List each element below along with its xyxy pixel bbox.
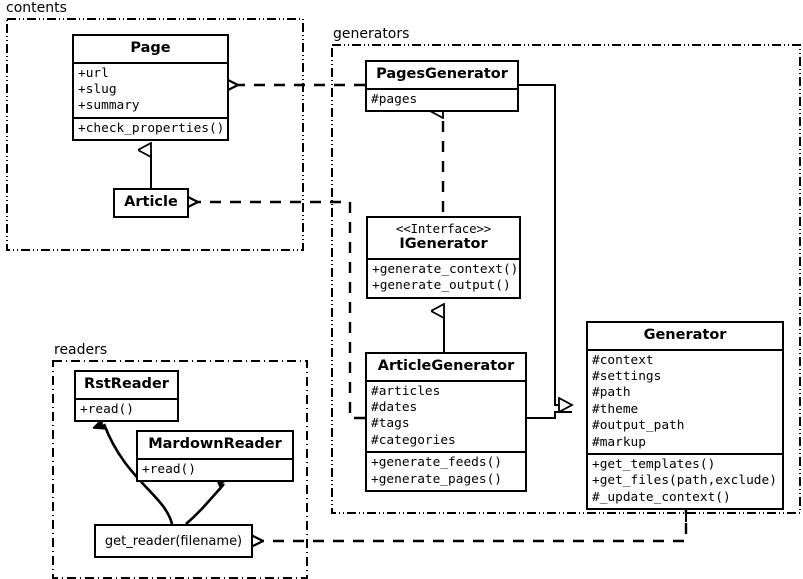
class-generator[interactable]: Generator #context #settings #path #them… <box>586 321 784 511</box>
method: +generate_output() <box>372 278 511 294</box>
attribute: #output_path <box>592 418 685 434</box>
class-articlegenerator-title: ArticleGenerator <box>377 358 515 374</box>
attribute: #articles <box>371 383 441 399</box>
class-articlegenerator[interactable]: ArticleGenerator #articles #dates #tags … <box>365 352 527 492</box>
class-article-title: Article <box>124 194 178 210</box>
class-pagesgenerator-title: PagesGenerator <box>376 66 508 82</box>
method: +check_properties() <box>78 120 225 136</box>
class-articlegenerator-methods: +generate_feeds() +generate_pages() <box>367 451 525 490</box>
method: +generate_feeds() <box>371 455 502 471</box>
class-page[interactable]: Page +url +slug +summary +check_properti… <box>72 34 229 142</box>
class-rstreader-methods: +read() <box>76 397 177 420</box>
class-page-methods: +check_properties() <box>74 116 227 139</box>
method: +generate_context() <box>372 262 519 278</box>
attribute: #theme <box>592 401 639 417</box>
class-articlegenerator-attributes: #articles #dates #tags #categories <box>367 379 525 452</box>
class-rstreader-title: RstReader <box>84 376 169 392</box>
class-igenerator[interactable]: <<Interface>> IGenerator +generate_conte… <box>366 216 521 299</box>
function-get-reader[interactable]: get_reader(filename) <box>94 524 253 558</box>
class-mardownreader[interactable]: MardownReader +read() <box>136 430 294 483</box>
attribute: +url <box>78 65 109 81</box>
class-mardownreader-methods: +read() <box>138 457 292 480</box>
line-articlegenerator-to-article <box>198 202 365 420</box>
class-pagesgenerator-attributes: #pages <box>367 87 517 110</box>
class-igenerator-stereotype: <<Interface>> <box>395 221 492 236</box>
line-articlegenerator-to-generator <box>527 411 572 419</box>
class-igenerator-title: <<Interface>> IGenerator <box>368 218 519 258</box>
attribute: #markup <box>592 434 646 450</box>
attribute: #categories <box>371 432 456 448</box>
attribute: #pages <box>371 91 418 107</box>
class-generator-methods: +get_templates() +get_files(path,exclude… <box>588 452 782 508</box>
class-generator-title: Generator <box>643 327 727 343</box>
method: +get_templates() <box>592 456 716 472</box>
method: +get_files(path,exclude) <box>592 473 777 489</box>
attribute: #path <box>592 385 631 401</box>
generators-package-label: generators <box>331 26 412 42</box>
method: +read() <box>142 461 196 477</box>
class-article[interactable]: Article <box>113 188 189 218</box>
class-rstreader[interactable]: RstReader +read() <box>74 370 179 423</box>
class-igenerator-name: IGenerator <box>399 236 488 253</box>
attribute: +summary <box>78 98 140 114</box>
attribute: #context <box>592 352 654 368</box>
function-get-reader-label: get_reader(filename) <box>104 533 243 549</box>
class-pagesgenerator[interactable]: PagesGenerator #pages <box>365 60 519 113</box>
attribute: #tags <box>371 416 410 432</box>
class-igenerator-methods: +generate_context() +generate_output() <box>368 258 519 297</box>
class-mardownreader-title: MardownReader <box>148 436 282 452</box>
curve-get-reader-to-mardownreader <box>185 484 224 525</box>
attribute: +slug <box>78 82 117 98</box>
readers-package-label: readers <box>52 342 110 358</box>
class-generator-attributes: #context #settings #path #theme #output_… <box>588 348 782 453</box>
contents-package-label: contents <box>4 0 69 16</box>
method: #_update_context() <box>592 489 731 505</box>
attribute: #dates <box>371 400 418 416</box>
method: +generate_pages() <box>371 471 502 487</box>
class-page-attributes: +url +slug +summary <box>74 61 227 117</box>
attribute: #settings <box>592 369 662 385</box>
method: +read() <box>80 401 134 417</box>
class-page-title: Page <box>130 40 171 56</box>
